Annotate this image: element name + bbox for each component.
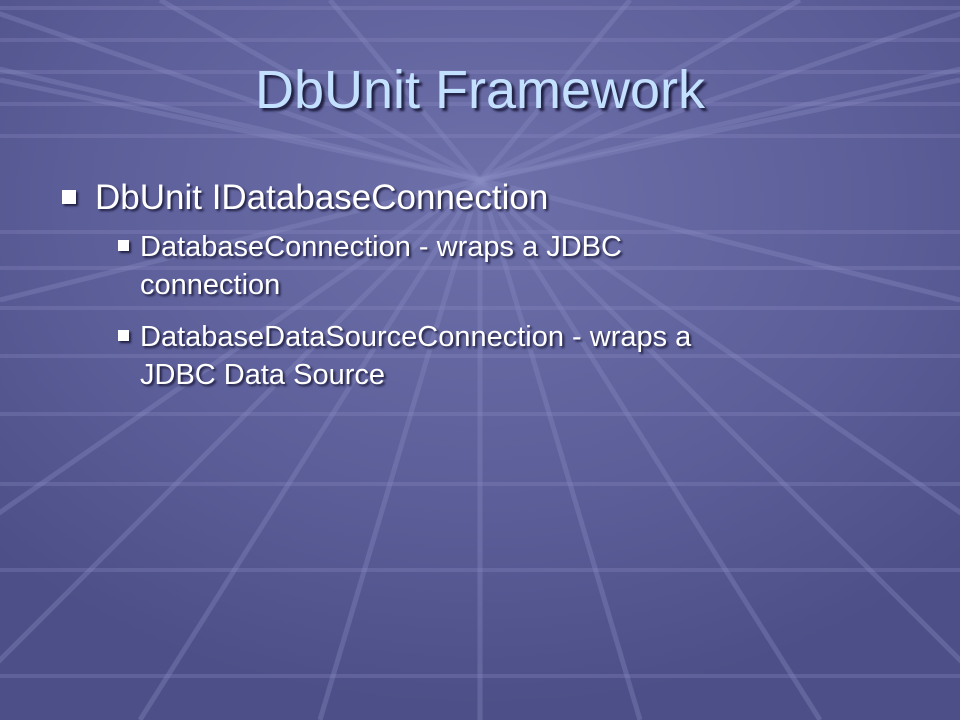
bullet-level2: DatabaseConnection - wraps a JDBC connec… (118, 228, 900, 304)
slide-title: DbUnit Framework (254, 60, 706, 120)
bullet-level1-text: DbUnit IDatabaseConnection (95, 178, 549, 217)
bullet-level2-line: connection (140, 269, 281, 301)
bullet-level2: DatabaseDataSourceConnection - wraps a J… (118, 318, 900, 394)
bullet-level2-line: JDBC Data Source (140, 359, 385, 391)
square-bullet-icon (62, 190, 76, 204)
square-bullet-icon (118, 240, 129, 251)
bullet-level1: DbUnit IDatabaseConnection (60, 176, 900, 220)
square-bullet-icon (118, 330, 129, 341)
bullet-level2-line: DatabaseConnection - wraps a JDBC (140, 231, 622, 263)
bullet-level2-line: DatabaseDataSourceConnection - wraps a (140, 321, 692, 353)
bullet-list: DbUnit IDatabaseConnection DatabaseConne… (60, 176, 900, 408)
